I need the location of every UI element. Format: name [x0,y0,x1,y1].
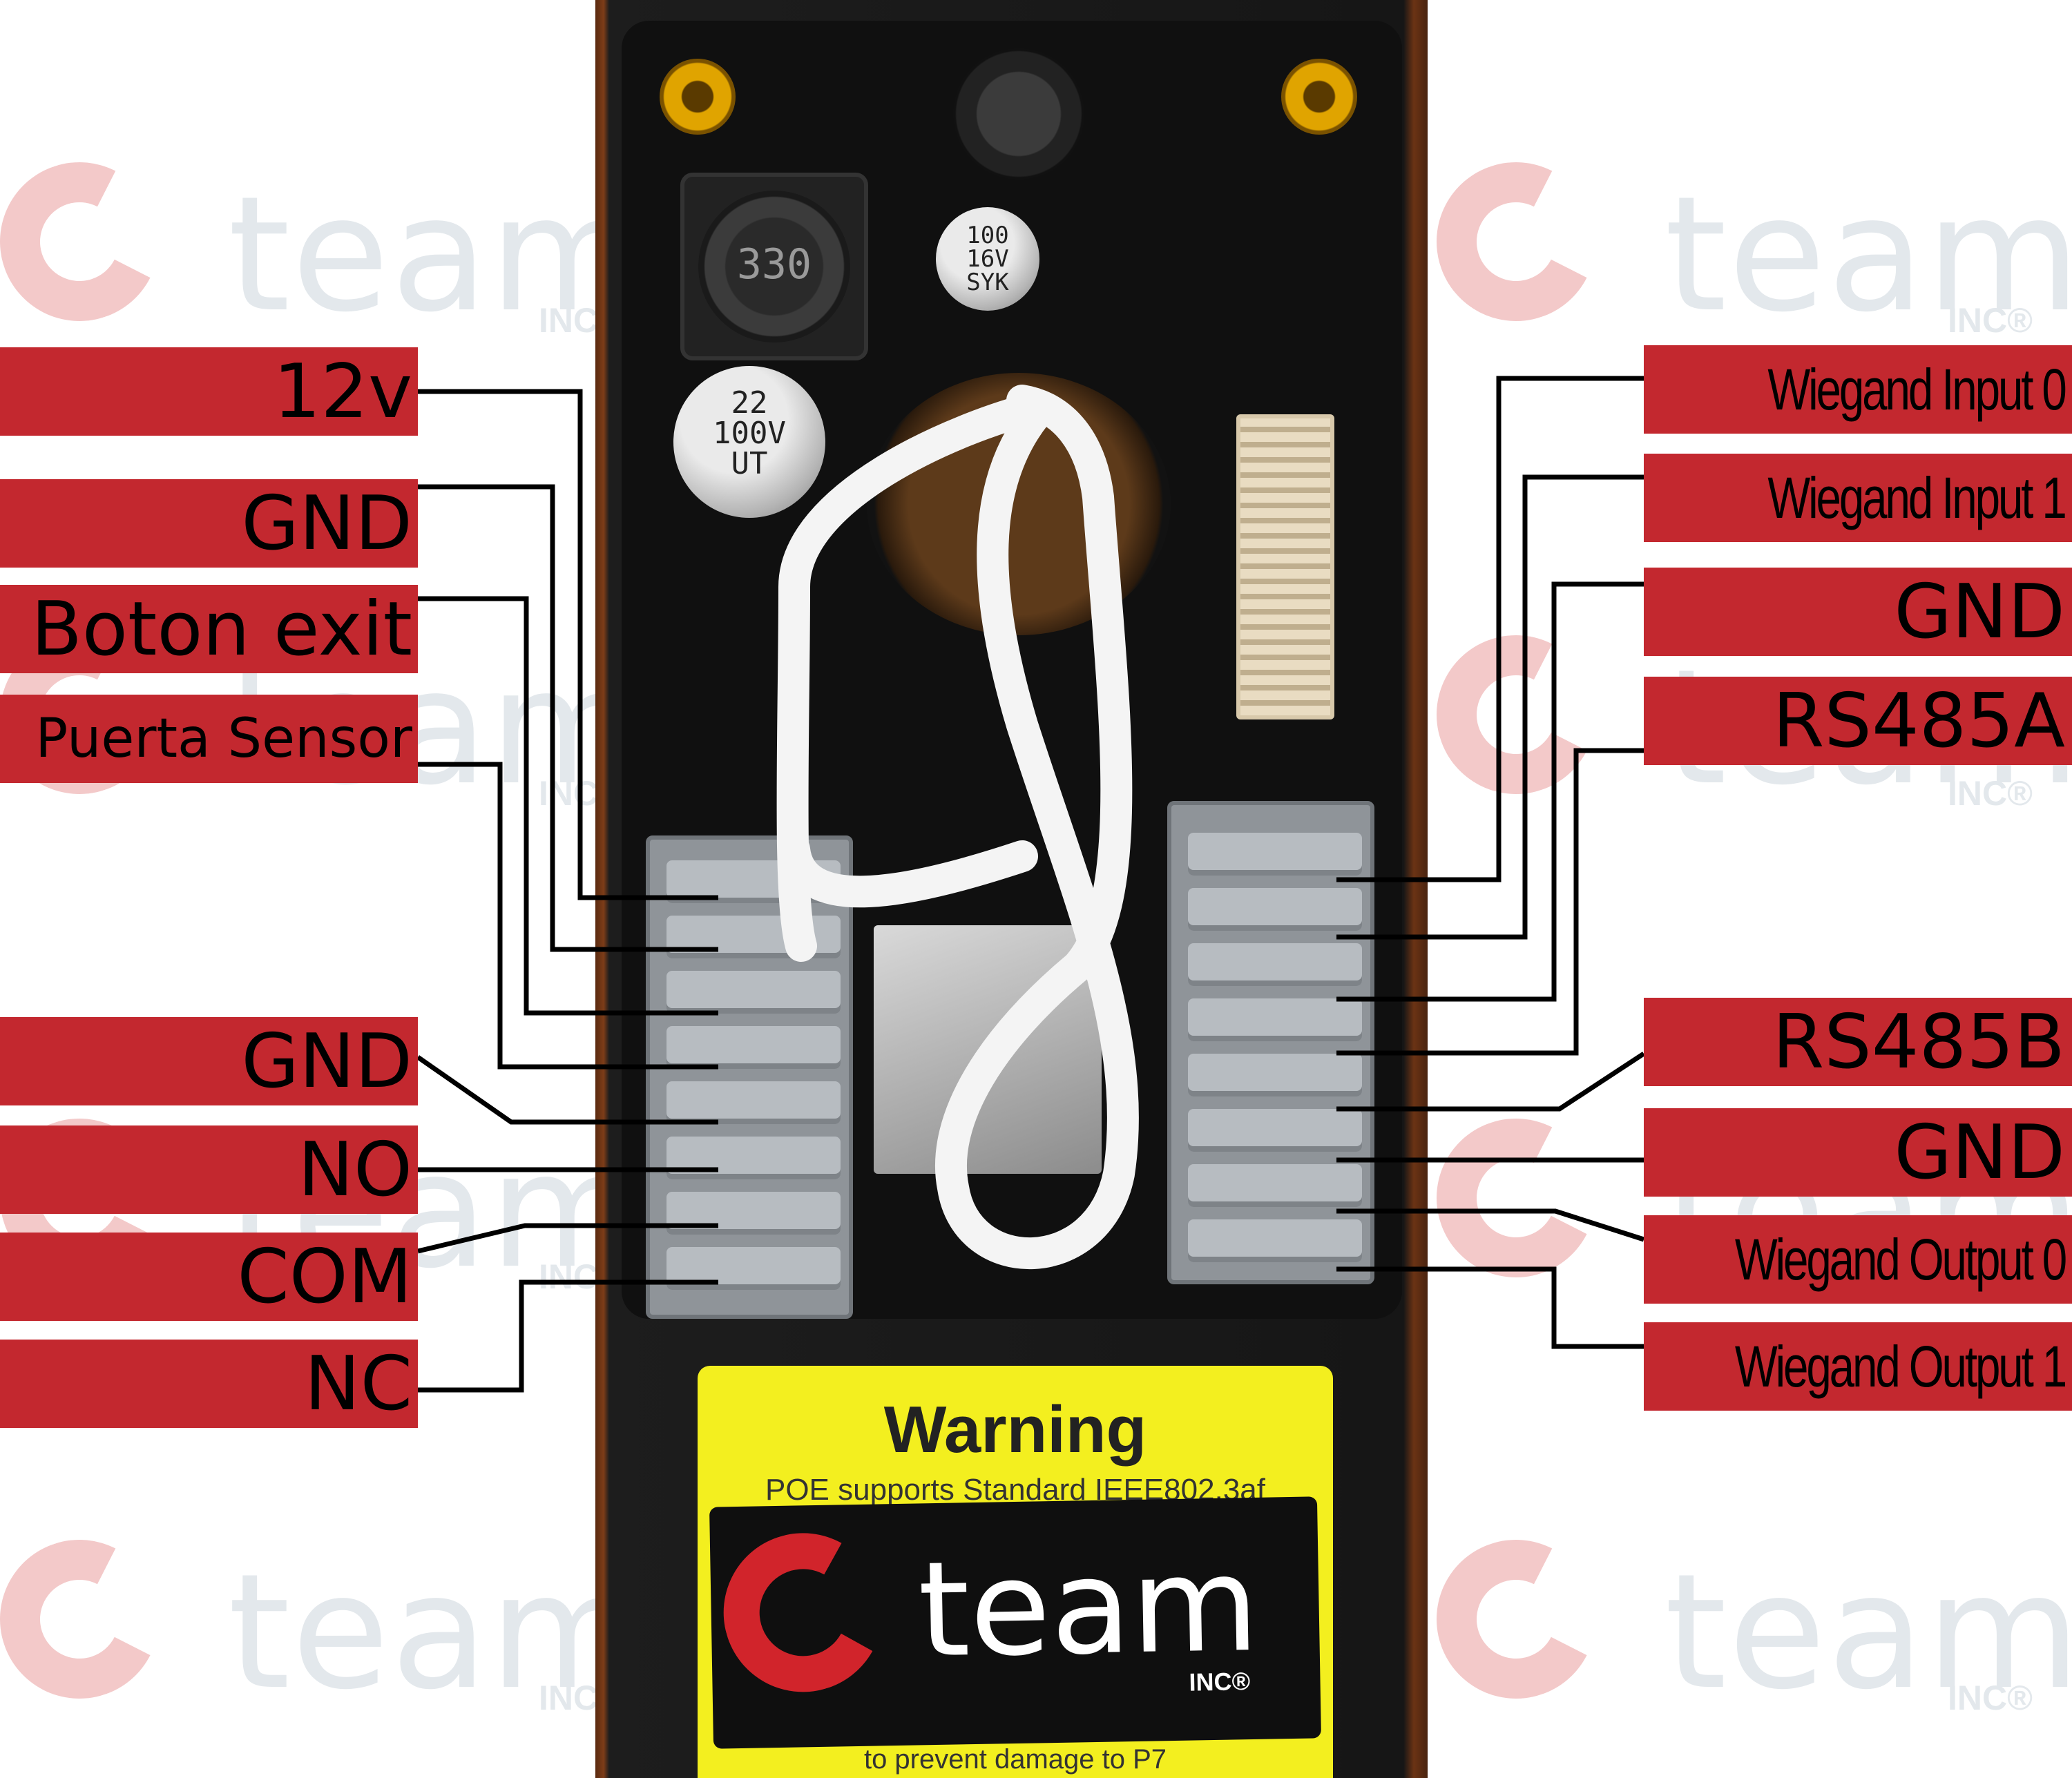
label-gnd-4: GND [1644,1108,2072,1197]
label-wiegand-output-1: Wiegand Output 1 [1644,1322,2072,1411]
label-wiegand-input-0: Wiegand Input 0 [1644,345,2072,434]
label-com: COM [0,1233,418,1321]
leader-line-rs485b [1336,1052,1645,1112]
screw-icon [1281,59,1357,135]
label-gnd-1: GND [0,479,418,568]
capacitor-upper: 100 16V SYK [936,207,1039,311]
terminal-block-right [1167,801,1374,1284]
warning-bottom-text: to prevent damage to P7 [863,1744,1167,1775]
capacitor-lower: 22 100V UT [673,366,825,518]
label-puerta-sensor: Puerta Sensor [0,695,418,783]
label-no: NO [0,1125,418,1214]
leader-line-nc [418,1279,718,1393]
watermark-word: team [228,163,646,347]
label-boton-exit: Boton exit [0,585,418,673]
watermark-logo: team INC® [1416,1519,2072,1775]
watermark-word: team [228,1540,646,1725]
label-gnd-2: GND [0,1017,418,1105]
leader-line-wiegand-input-1 [1336,474,1644,940]
watermark-suffix: INC® [1948,774,2033,813]
leader-line-boton-exit [418,596,718,1016]
watermark-suffix: INC® [1948,301,2033,340]
leader-line-puerta-sensor [418,762,718,1070]
leader-line-gnd-2 [416,1055,718,1125]
watermark-word: team [1665,163,2072,347]
power-inductor: 330 [680,173,868,360]
label-rs485a: RS485A [1644,677,2072,765]
leader-line-rs485a [1336,748,1644,1056]
inductor-code: 330 [736,240,812,289]
leader-line-wiegand-output-1 [1336,1266,1644,1349]
center-screw-icon [953,48,1084,180]
leader-line-wiegand-output-0 [1336,1208,1645,1242]
leader-line-com [417,1223,718,1254]
leader-line-gnd-3 [1336,581,1644,1002]
label-wiegand-input-1: Wiegand Input 1 [1644,454,2072,542]
label-rs485b: RS485B [1644,998,2072,1086]
leader-line-gnd-1 [418,484,718,952]
label-gnd-3: GND [1644,568,2072,656]
terminal-block-left [646,835,853,1319]
pin-header [1236,414,1334,719]
watermark-logo: team INC® [0,1519,644,1775]
screw-icon [660,59,736,135]
warning-title: Warning [883,1393,1147,1467]
leader-line-12v [418,389,718,900]
label-12v: 12v [0,347,418,436]
watermark-suffix: INC® [1948,1679,2033,1717]
label-nc: NC [0,1340,418,1428]
watermark-logo: team INC® [1416,142,2072,397]
watermark-word: team [1665,1540,2072,1725]
leader-line-wiegand-input-0 [1336,376,1644,882]
label-wiegand-output-0: Wiegand Output 0 [1644,1215,2072,1304]
